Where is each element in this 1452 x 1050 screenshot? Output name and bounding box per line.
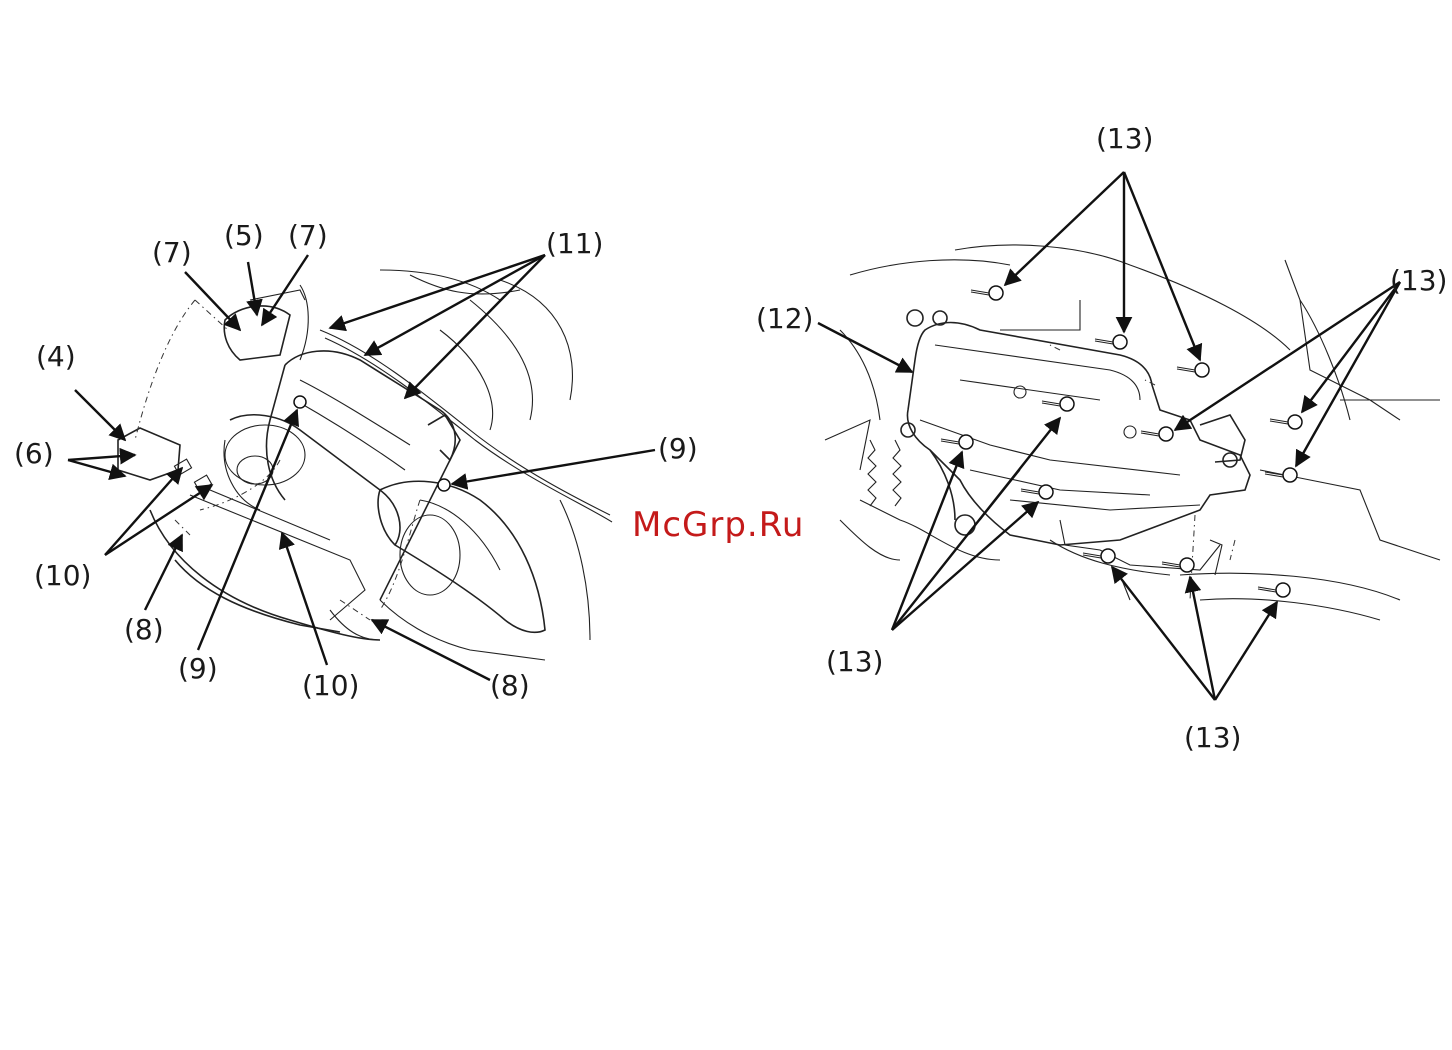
callout-label-8-right: (8) bbox=[490, 672, 530, 700]
callout-label-9-left: (9) bbox=[178, 655, 218, 683]
callout-label-6: (6) bbox=[14, 440, 54, 468]
callout-label-7-right: (7) bbox=[288, 222, 328, 250]
watermark-text: McGrp.Ru bbox=[632, 505, 804, 545]
callout-label-7-left: (7) bbox=[152, 239, 192, 267]
callout-label-4: (4) bbox=[36, 343, 76, 371]
callout-label-13-bottom: (13) bbox=[1184, 724, 1241, 752]
callout-label-9-right: (9) bbox=[658, 435, 698, 463]
callout-label-13-top: (13) bbox=[1096, 125, 1153, 153]
callout-label-13-left: (13) bbox=[826, 648, 883, 676]
callout-label-11: (11) bbox=[546, 230, 603, 258]
callout-label-10-left: (10) bbox=[34, 562, 91, 590]
callout-label-13-right: (13) bbox=[1390, 267, 1447, 295]
left-assembly-drawing bbox=[118, 270, 612, 660]
callout-label-12: (12) bbox=[756, 305, 813, 333]
callout-label-5: (5) bbox=[224, 222, 264, 250]
callout-label-10-bottom: (10) bbox=[302, 672, 359, 700]
callout-label-8-left: (8) bbox=[124, 616, 164, 644]
